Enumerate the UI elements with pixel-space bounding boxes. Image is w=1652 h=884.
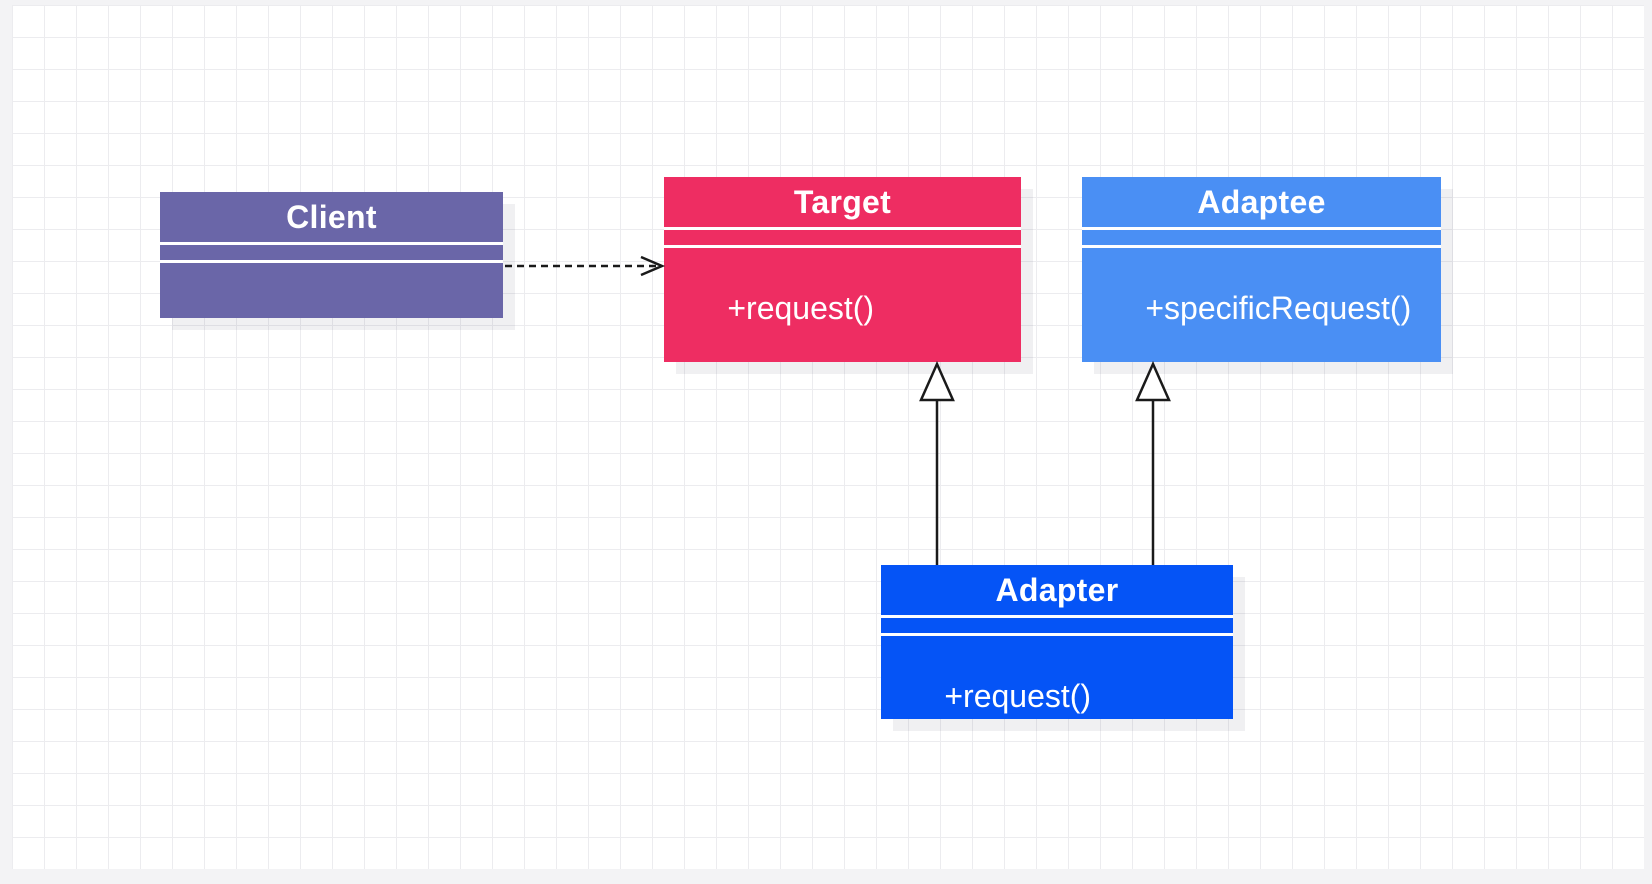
method-label: +specificRequest() xyxy=(1145,290,1412,327)
canvas-edge-left xyxy=(0,0,12,884)
hollow-triangle-arrowhead-icon xyxy=(1135,360,1171,402)
compartment-separator xyxy=(160,242,503,245)
attributes-compartment-adapter xyxy=(881,618,1233,633)
attributes-compartment-target xyxy=(664,230,1021,245)
attributes-compartment-client xyxy=(160,245,503,260)
methods-compartment-client xyxy=(160,263,503,318)
class-box-adapter[interactable]: Adapter +request() xyxy=(881,565,1233,719)
canvas-edge-top xyxy=(0,0,1652,5)
open-arrowhead-icon xyxy=(640,255,666,277)
attributes-compartment-adaptee xyxy=(1082,230,1441,245)
compartment-separator xyxy=(1082,245,1441,248)
generalization-arrow-adapter-adaptee[interactable] xyxy=(1135,360,1171,565)
class-title-adapter: Adapter xyxy=(995,571,1119,608)
canvas-edge-right xyxy=(1644,0,1652,884)
method-label: +request() xyxy=(727,290,875,327)
class-title-target: Target xyxy=(793,183,892,220)
compartment-separator xyxy=(664,227,1021,230)
compartment-separator xyxy=(881,615,1233,618)
association-arrow-client-target[interactable] xyxy=(505,255,666,277)
methods-compartment-adapter: +request() xyxy=(881,636,1233,754)
compartment-separator xyxy=(881,633,1233,636)
methods-compartment-target: +request() xyxy=(664,248,1021,366)
compartment-separator xyxy=(160,260,503,263)
class-title-adaptee: Adaptee xyxy=(1197,183,1326,220)
compartment-separator xyxy=(664,245,1021,248)
canvas-edge-bottom xyxy=(0,869,1652,884)
methods-compartment-adaptee: +specificRequest() xyxy=(1082,248,1441,366)
class-box-adaptee[interactable]: Adaptee +specificRequest() xyxy=(1082,177,1441,362)
class-box-target[interactable]: Target +request() xyxy=(664,177,1021,362)
class-box-client[interactable]: Client xyxy=(160,192,503,318)
hollow-triangle-arrowhead-icon xyxy=(919,360,955,402)
method-label: +request() xyxy=(944,678,1092,715)
class-title-client: Client xyxy=(286,198,377,235)
compartment-separator xyxy=(1082,227,1441,230)
generalization-arrow-adapter-target[interactable] xyxy=(919,360,955,565)
